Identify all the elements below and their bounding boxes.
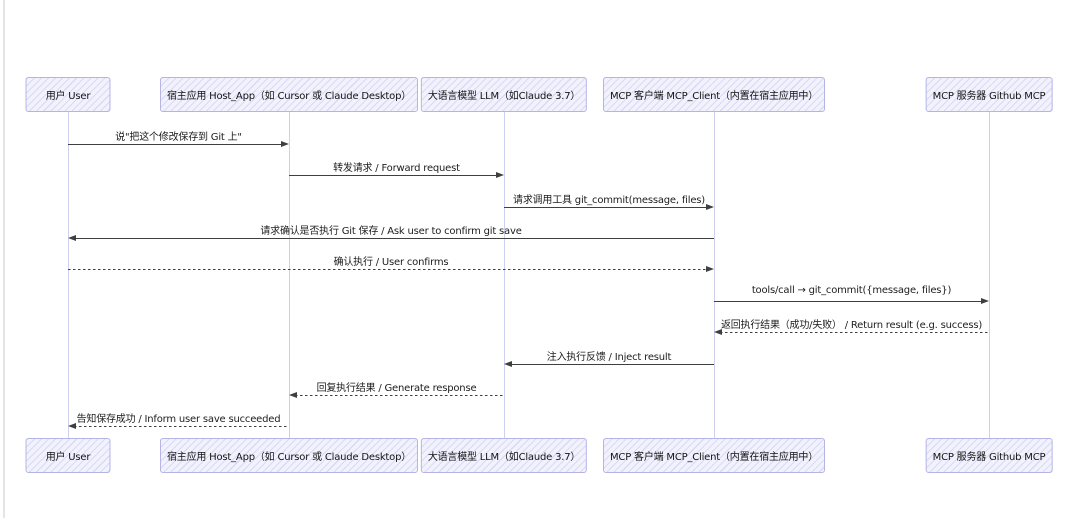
arrowhead-icon	[504, 361, 512, 367]
arrowhead-icon	[68, 423, 76, 429]
lifeline-user	[68, 112, 69, 438]
arrowhead-icon	[981, 298, 989, 304]
message-line	[68, 269, 708, 271]
message-label: 告知保存成功 / Inform user save succeeded	[76, 414, 281, 425]
participant-llm-bottom: 大语言模型 LLM（如Claude 3.7）	[420, 438, 588, 473]
participant-label: 大语言模型 LLM（如Claude 3.7）	[427, 452, 581, 463]
arrowhead-icon	[289, 392, 297, 398]
message-label: 回复执行结果 / Generate response	[316, 383, 477, 394]
arrowhead-icon	[281, 141, 289, 147]
participant-mcp-client-bottom: MCP 客户端 MCP_Client（内置在宿主应用中）	[603, 438, 825, 473]
participant-mcp-client-top: MCP 客户端 MCP_Client（内置在宿主应用中）	[603, 77, 825, 112]
participant-host-app-top: 宿主应用 Host_App（如 Cursor 或 Claude Desktop）	[159, 77, 419, 112]
arrowhead-icon	[68, 235, 76, 241]
participant-label: MCP 服务器 Github MCP	[932, 452, 1046, 463]
lifeline-llm	[504, 112, 505, 438]
participant-label: MCP 客户端 MCP_Client（内置在宿主应用中）	[610, 452, 818, 463]
message-line	[295, 395, 504, 397]
message-label: 注入执行反馈 / Inject result	[546, 352, 672, 363]
arrowhead-icon	[706, 266, 714, 272]
participant-mcp-server-bottom: MCP 服务器 Github MCP	[925, 438, 1053, 473]
message-label: 请求确认是否执行 Git 保存 / Ask user to confirm gi…	[260, 226, 522, 237]
message-label: 请求调用工具 git_commit(message, files)	[513, 195, 705, 206]
participant-label: 用户 User	[45, 452, 91, 463]
lifeline-host-app	[289, 112, 290, 438]
message-label: 返回执行结果（成功/失败） / Return result (e.g. succ…	[720, 320, 983, 331]
participant-label: MCP 服务器 Github MCP	[932, 91, 1046, 102]
participant-user-bottom: 用户 User	[25, 438, 111, 473]
message-line	[720, 332, 989, 334]
message-line	[504, 207, 708, 209]
message-label: 转发请求 / Forward request	[333, 163, 460, 174]
window-edge-line	[3, 0, 5, 518]
participant-label: 宿主应用 Host_App（如 Cursor 或 Claude Desktop）	[166, 452, 412, 463]
participant-llm-top: 大语言模型 LLM（如Claude 3.7）	[420, 77, 588, 112]
message-label: 确认执行 / User confirms	[333, 257, 449, 268]
message-label: 说"把这个修改保存到 Git 上"	[115, 132, 242, 143]
message-line	[289, 175, 498, 177]
arrowhead-icon	[714, 329, 722, 335]
message-label: tools/call → git_commit({message, files}…	[751, 285, 952, 296]
message-line	[68, 144, 283, 146]
lifeline-mcp-server	[989, 112, 990, 438]
participant-host-app-bottom: 宿主应用 Host_App（如 Cursor 或 Claude Desktop）	[159, 438, 419, 473]
message-line	[714, 301, 983, 303]
message-line	[74, 238, 714, 240]
participant-label: 用户 User	[45, 91, 91, 102]
message-line	[74, 426, 289, 428]
arrowhead-icon	[496, 172, 504, 178]
participant-mcp-server-top: MCP 服务器 Github MCP	[925, 77, 1053, 112]
lifeline-mcp-client	[714, 112, 715, 438]
participant-label: 宿主应用 Host_App（如 Cursor 或 Claude Desktop）	[166, 91, 412, 102]
participant-label: 大语言模型 LLM（如Claude 3.7）	[427, 91, 581, 102]
arrowhead-icon	[706, 204, 714, 210]
participant-user-top: 用户 User	[25, 77, 111, 112]
message-line	[510, 364, 714, 366]
participant-label: MCP 客户端 MCP_Client（内置在宿主应用中）	[610, 91, 818, 102]
